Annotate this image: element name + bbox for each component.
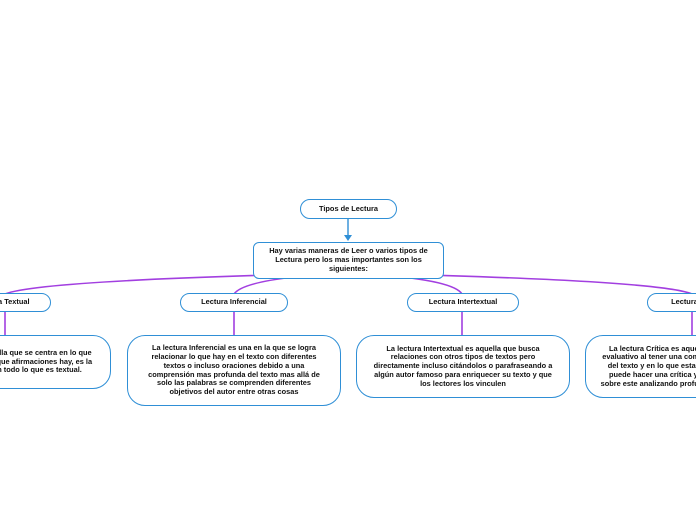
description-textual-text: La lectura Textual es aquella que se cen… — [0, 347, 93, 375]
branch-inferencial[interactable]: Lectura Inferencial — [180, 293, 288, 312]
description-critica[interactable]: La lectura Crítica es aquella que tiene … — [585, 335, 696, 398]
branch-textual[interactable]: Lectura Textual — [0, 293, 51, 312]
description-intertextual-text: La lectura Intertextual es aquella que b… — [373, 343, 553, 388]
root-topic[interactable]: Tipos de Lectura — [300, 199, 397, 219]
intro-topic-text: Hay varias maneras de Leer o varios tipo… — [269, 246, 428, 273]
intro-topic[interactable]: Hay varias maneras de Leer o varios tipo… — [253, 242, 444, 279]
description-intertextual[interactable]: La lectura Intertextual es aquella que b… — [356, 335, 570, 398]
description-textual[interactable]: La lectura Textual es aquella que se cen… — [0, 335, 111, 389]
description-critica-text: La lectura Crítica es aquella que tiene … — [600, 343, 696, 388]
description-inferencial-text: La lectura Inferencial es una en la que … — [148, 343, 320, 397]
branch-critica[interactable]: Lectura Crítica — [647, 293, 696, 312]
branch-inferencial-label: Lectura Inferencial — [201, 297, 267, 307]
description-inferencial[interactable]: La lectura Inferencial es una en la que … — [127, 335, 341, 406]
branch-intertextual-label: Lectura Intertextual — [428, 297, 498, 307]
root-topic-label: Tipos de Lectura — [318, 203, 378, 213]
root-arrow-head — [344, 235, 352, 241]
branch-textual-label: Lectura Textual — [0, 297, 30, 307]
branch-intertextual[interactable]: Lectura Intertextual — [407, 293, 519, 312]
branch-critica-label: Lectura Crítica — [671, 297, 696, 307]
